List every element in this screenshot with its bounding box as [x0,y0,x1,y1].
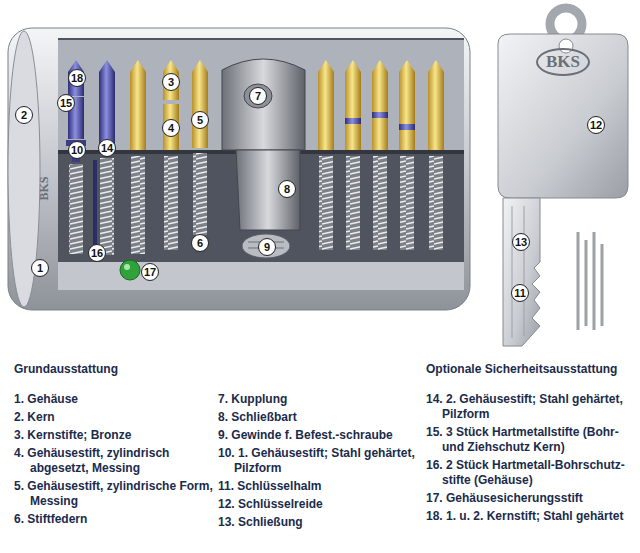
section-heading: Grundausstattung [14,362,214,377]
callout-number: 14 [98,139,116,157]
parts-list-item: 3. Kernstifte; Bronze [14,428,214,443]
parts-list-item: 8. Schließbart [218,410,420,425]
callout-number: 17 [141,263,159,281]
brand-logo: BKS [536,48,590,76]
callout-number: 3 [162,73,180,91]
parts-list-item: 18. 1. u. 2. Kernstift; Stahl gehärtet [426,509,636,524]
parts-list-item: 12. Schlüsselreide [218,497,420,512]
callout-number: 11 [511,284,529,302]
parts-list-item: 16. 2 Stück Hartmetall-Bohrschutz-stifte… [426,458,636,488]
callout-number: 13 [512,233,530,251]
parts-list-item: 9. Gewinde f. Befest.-schraube [218,428,420,443]
parts-list-item: 7. Kupplung [218,392,420,407]
parts-list-item: 13. Schließung [218,515,420,530]
callout-number: 5 [191,111,209,129]
parts-list-item: 5. Gehäusestift, zylindrische Form, Mess… [14,479,214,509]
parts-list-item: 2. Kern [14,410,214,425]
parts-list-item: 6. Stiftfedern [14,512,214,527]
parts-list: 14. 2. Gehäusestift; Stahl gehärtet, Pil… [426,392,636,527]
brand-logo: BKS [36,176,51,200]
section-heading: Optionale Sicherheitsausstattung [426,362,636,377]
callout-number: 4 [162,119,180,137]
callout-number: 9 [258,238,276,256]
callout-number: 7 [249,87,267,105]
callout-number: 6 [191,234,209,252]
callout-number: 10 [68,141,86,159]
callout-number: 16 [88,244,106,262]
callout-number: 8 [278,180,296,198]
callout-number: 1 [31,259,49,277]
parts-list-item: 10. 1. Gehäusestift; Stahl gehärtet, Pil… [218,446,420,476]
parts-list: 7. Kupplung 8. Schließbart 9. Gewinde f. B… [218,392,420,533]
parts-list-item: 4. Gehäusestift, zylindrisch abgesetzt, … [14,446,214,476]
parts-list-item: 15. 3 Stück Hartmetallstifte (Bohr- und … [426,425,636,455]
parts-list-item: 17. Gehäusesicherungsstift [426,491,636,506]
parts-list: 1. Gehäuse 2. Kern 3. Kernstifte; Bronze 4.… [14,392,214,530]
callout-number: 15 [57,94,75,112]
callout-number: 18 [68,69,86,87]
parts-list-item: 11. Schlüsselhalm [218,479,420,494]
callout-number: 2 [15,106,33,124]
callout-number: 12 [587,116,605,134]
parts-list-item: 1. Gehäuse [14,392,214,407]
parts-list-item: 14. 2. Gehäusestift; Stahl gehärtet, Pil… [426,392,636,422]
